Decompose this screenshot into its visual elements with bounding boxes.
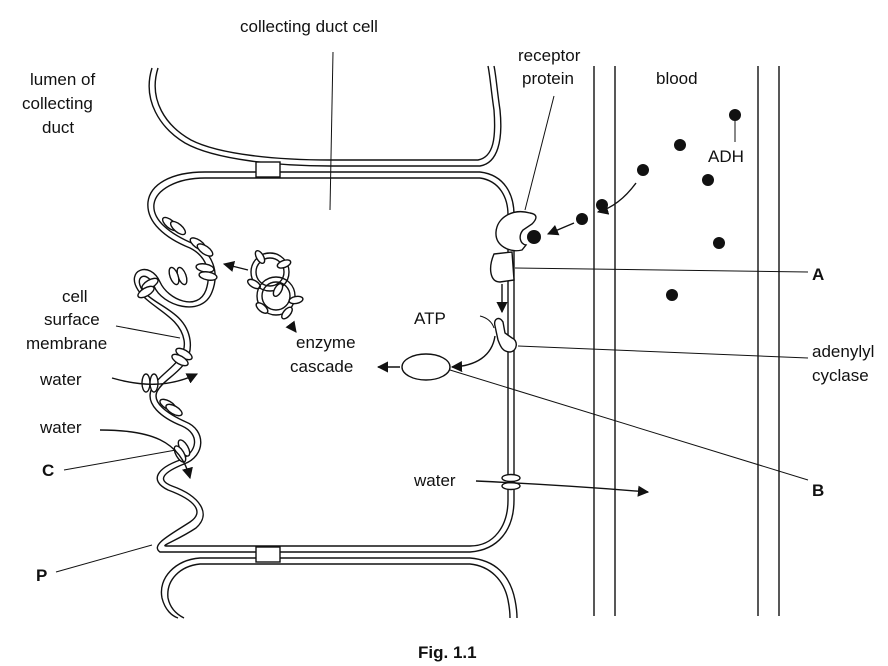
cell-surface-membrane-line3: membrane [26, 334, 107, 353]
enzyme-cascade-line1: enzyme [296, 333, 356, 352]
adh-label: ADH [708, 147, 744, 166]
lumen-label-line1: lumen of [30, 70, 95, 89]
label-c: C [42, 461, 54, 480]
collecting-duct-cell-label: collecting duct cell [240, 17, 378, 36]
arrows [99, 182, 650, 497]
lumen-label-line3: duct [42, 118, 74, 137]
adenylyl-cyclase [493, 317, 517, 353]
blood-label: blood [656, 69, 698, 88]
cell-surface-membrane-line2: surface [44, 310, 100, 329]
tight-junction-top [255, 161, 281, 178]
adenylyl-cyclase-line1: adenylyl [812, 342, 874, 361]
cell-membrane-outline [133, 65, 518, 619]
label-a: A [812, 265, 824, 284]
enzyme-cascade-line2: cascade [290, 357, 353, 376]
label-p: P [36, 566, 47, 585]
receptor-label-line1: receptor [518, 46, 581, 65]
cell-surface-membrane-line1: cell [62, 287, 88, 306]
vesicle-2 [255, 276, 304, 320]
vesicle-1 [246, 249, 292, 298]
labels: collecting duct cell lumen of collecting… [22, 17, 874, 662]
tight-junction-bottom [255, 546, 281, 563]
g-protein [489, 251, 515, 283]
aquaporin-channels-apical [137, 216, 218, 463]
water-label-3: water [413, 471, 456, 490]
leader-lines [55, 51, 809, 573]
figure-caption: Fig. 1.1 [418, 643, 477, 662]
water-label-2: water [39, 418, 82, 437]
receptor-label-line2: protein [522, 69, 574, 88]
lumen-label-line2: collecting [22, 94, 93, 113]
blood-vessel-walls [593, 66, 780, 616]
adh-molecules [576, 109, 741, 301]
camp-molecule-b [401, 353, 451, 381]
water-label-1: water [39, 370, 82, 389]
label-b: B [812, 481, 824, 500]
aquaporin-basolateral [501, 473, 521, 491]
adenylyl-cyclase-line2: cyclase [812, 366, 869, 385]
atp-label: ATP [414, 309, 446, 328]
receptor-protein [495, 211, 541, 252]
